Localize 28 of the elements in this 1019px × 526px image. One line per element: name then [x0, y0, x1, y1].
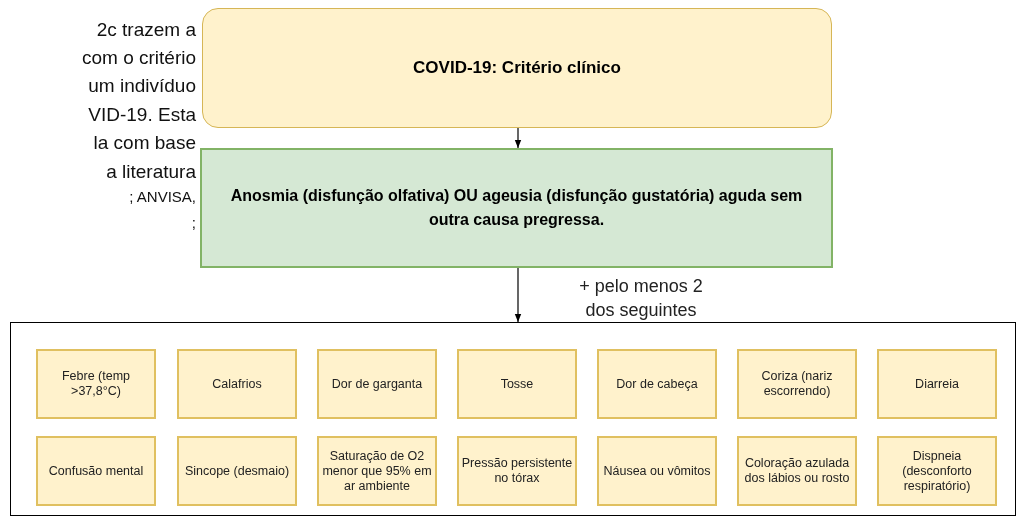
symptom-box: Tosse — [457, 349, 577, 419]
symptom-box: Dor de garganta — [317, 349, 437, 419]
symptom-box: Pressão persistente no tórax — [457, 436, 577, 506]
paragraph-fragment: ; — [191, 213, 196, 233]
arrow — [514, 127, 522, 149]
symptom-box: Sincope (desmaio) — [177, 436, 297, 506]
symptom-box: Náusea ou vômitos — [597, 436, 717, 506]
symptom-box: Coriza (nariz escorrendo) — [737, 349, 857, 419]
paragraph-fragment: com o critério — [81, 46, 196, 70]
symptom-container — [10, 322, 1016, 516]
criterion-box: Anosmia (disfunção olfativa) OU ageusia (disfunção gustatória) aguda sem outra causa pregressa. — [200, 148, 833, 268]
paragraph-fragment: a literatura — [106, 160, 196, 184]
symptom-box: Dor de cabeça — [597, 349, 717, 419]
symptom-box: Confusão mental — [36, 436, 156, 506]
symptom-box: Calafrios — [177, 349, 297, 419]
paragraph-fragment: VID-19. Esta — [88, 103, 196, 127]
symptom-box: Diarreia — [877, 349, 997, 419]
title-box: COVID-19: Critério clínico — [202, 8, 832, 128]
symptom-box: Coloração azulada dos lábios ou rosto — [737, 436, 857, 506]
paragraph-fragment: ; ANVISA, — [129, 187, 196, 207]
paragraph-fragment: la com base — [93, 131, 196, 155]
symptom-box: Saturação de O2 menor que 95% em ar ambiente — [317, 436, 437, 506]
edge-label: + pelo menos 2 dos seguintes — [578, 275, 704, 322]
paragraph-fragment: um indivíduo — [88, 74, 196, 98]
symptom-box: Febre (temp >37,8°C) — [36, 349, 156, 419]
symptom-box: Dispneia (desconforto respiratório) — [877, 436, 997, 506]
arrow — [514, 267, 522, 323]
paragraph-fragment: 2c trazem a — [96, 18, 196, 42]
